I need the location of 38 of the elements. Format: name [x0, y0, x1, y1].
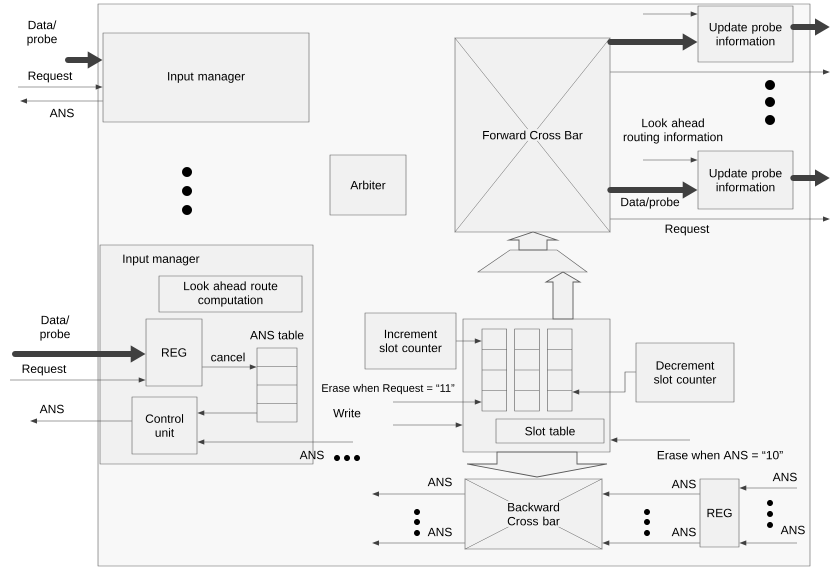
- edge-label: cancel: [211, 352, 245, 362]
- edge-label: Write: [333, 408, 360, 418]
- edge-label: ANS: [428, 478, 452, 486]
- edge-label: ANS: [780, 526, 805, 534]
- label-box: Slot table: [496, 418, 604, 444]
- edge-label: ANS: [672, 480, 696, 488]
- edge-label: Request: [22, 364, 66, 376]
- edge-label: Data/ probe: [27, 20, 57, 46]
- update-box: Update probe information: [698, 150, 794, 210]
- edge-label: Look ahead routing information: [624, 118, 722, 144]
- counter-box: Increment slot counter: [364, 312, 456, 370]
- crossbar-box: Backward Cross bar: [464, 478, 603, 550]
- update-box: Update probe information: [698, 6, 794, 62]
- counter-box: Decrement slot counter: [636, 342, 734, 402]
- block-arrow: [544, 271, 582, 320]
- edge-label: Request: [666, 224, 710, 236]
- edge-label: Request: [28, 72, 72, 82]
- input-manager-box: Input manager: [102, 32, 310, 122]
- edge-label: Erase when ANS = “10”: [658, 450, 783, 460]
- edge-label: ANS: [300, 450, 324, 460]
- register-box: REG: [146, 318, 202, 386]
- edge-label: ANS: [50, 108, 74, 118]
- edge-label: ANS: [40, 404, 64, 414]
- block-arrow: [466, 452, 608, 478]
- slot-grid: [482, 328, 572, 412]
- block-arrow: [506, 232, 560, 250]
- edge-label: Data/probe: [621, 197, 680, 209]
- edge-label: Erase when Request = “11”: [322, 384, 454, 394]
- edge-label: Data/ probe: [40, 315, 70, 341]
- crossbar-box: Forward Cross Bar: [454, 37, 611, 233]
- edge-label: ANS: [772, 472, 797, 482]
- register-box: REG: [700, 478, 740, 548]
- process-box: Control unit: [132, 396, 198, 454]
- table: ANS table: [250, 330, 304, 422]
- edge-label: ANS: [428, 528, 452, 536]
- process-box: Look ahead route computation: [158, 276, 302, 312]
- arbiter-box: Arbiter: [330, 154, 406, 216]
- edge-label: ANS: [672, 528, 696, 536]
